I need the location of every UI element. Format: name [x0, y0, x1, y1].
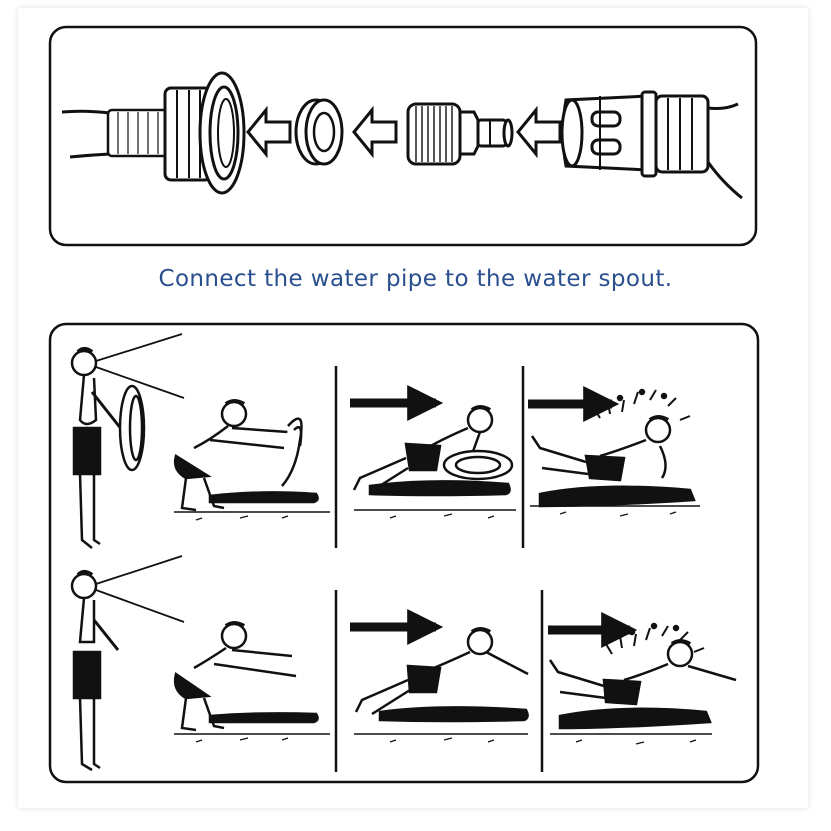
crouch-start-icon [173, 621, 330, 743]
slide-splash-icon [548, 622, 737, 745]
arrow-left-icon [516, 105, 562, 159]
instruction-caption: Connect the water pipe to the water spou… [158, 266, 673, 292]
person-spraying-icon [70, 333, 185, 549]
crouch-with-board-icon [173, 399, 330, 521]
arrow-left-icon [246, 105, 292, 159]
diving-icon [354, 627, 529, 743]
diving-with-board-icon [352, 405, 516, 519]
threaded-nut-icon [163, 71, 246, 195]
quick-connector-icon [560, 90, 743, 200]
arrow-left-icon [352, 105, 398, 159]
usage-panel [48, 322, 760, 784]
person-spraying-icon [70, 555, 185, 772]
rubber-washer-icon [294, 98, 344, 166]
tap-adapter-icon [406, 102, 514, 166]
connection-panel [48, 25, 758, 247]
slide-splash-icon [530, 388, 700, 517]
